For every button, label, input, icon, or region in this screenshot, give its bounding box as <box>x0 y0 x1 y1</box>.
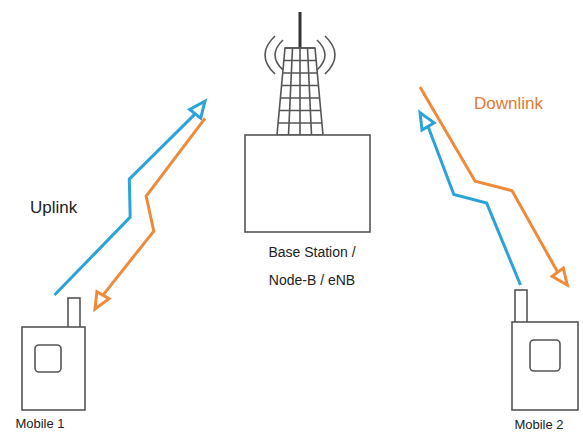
link-label: Uplink <box>28 198 79 218</box>
mobile-phone-drawing <box>495 285 580 435</box>
signal-arrow <box>95 118 205 309</box>
node-label: Base Station / Node-B / eNB <box>257 238 367 294</box>
node-label: Mobile 1 <box>5 416 75 432</box>
node-label: Mobile 2 <box>500 417 578 433</box>
mobile-phone: Mobile 1 <box>5 295 95 435</box>
signal-arrow <box>420 113 521 285</box>
mobile-phone: Mobile 2 <box>495 285 580 435</box>
signal-arrow <box>420 87 567 285</box>
base-station: Base Station / Node-B / eNB <box>205 10 420 295</box>
mobile-phone-drawing <box>5 295 95 435</box>
link-label: Downlink <box>472 94 545 114</box>
